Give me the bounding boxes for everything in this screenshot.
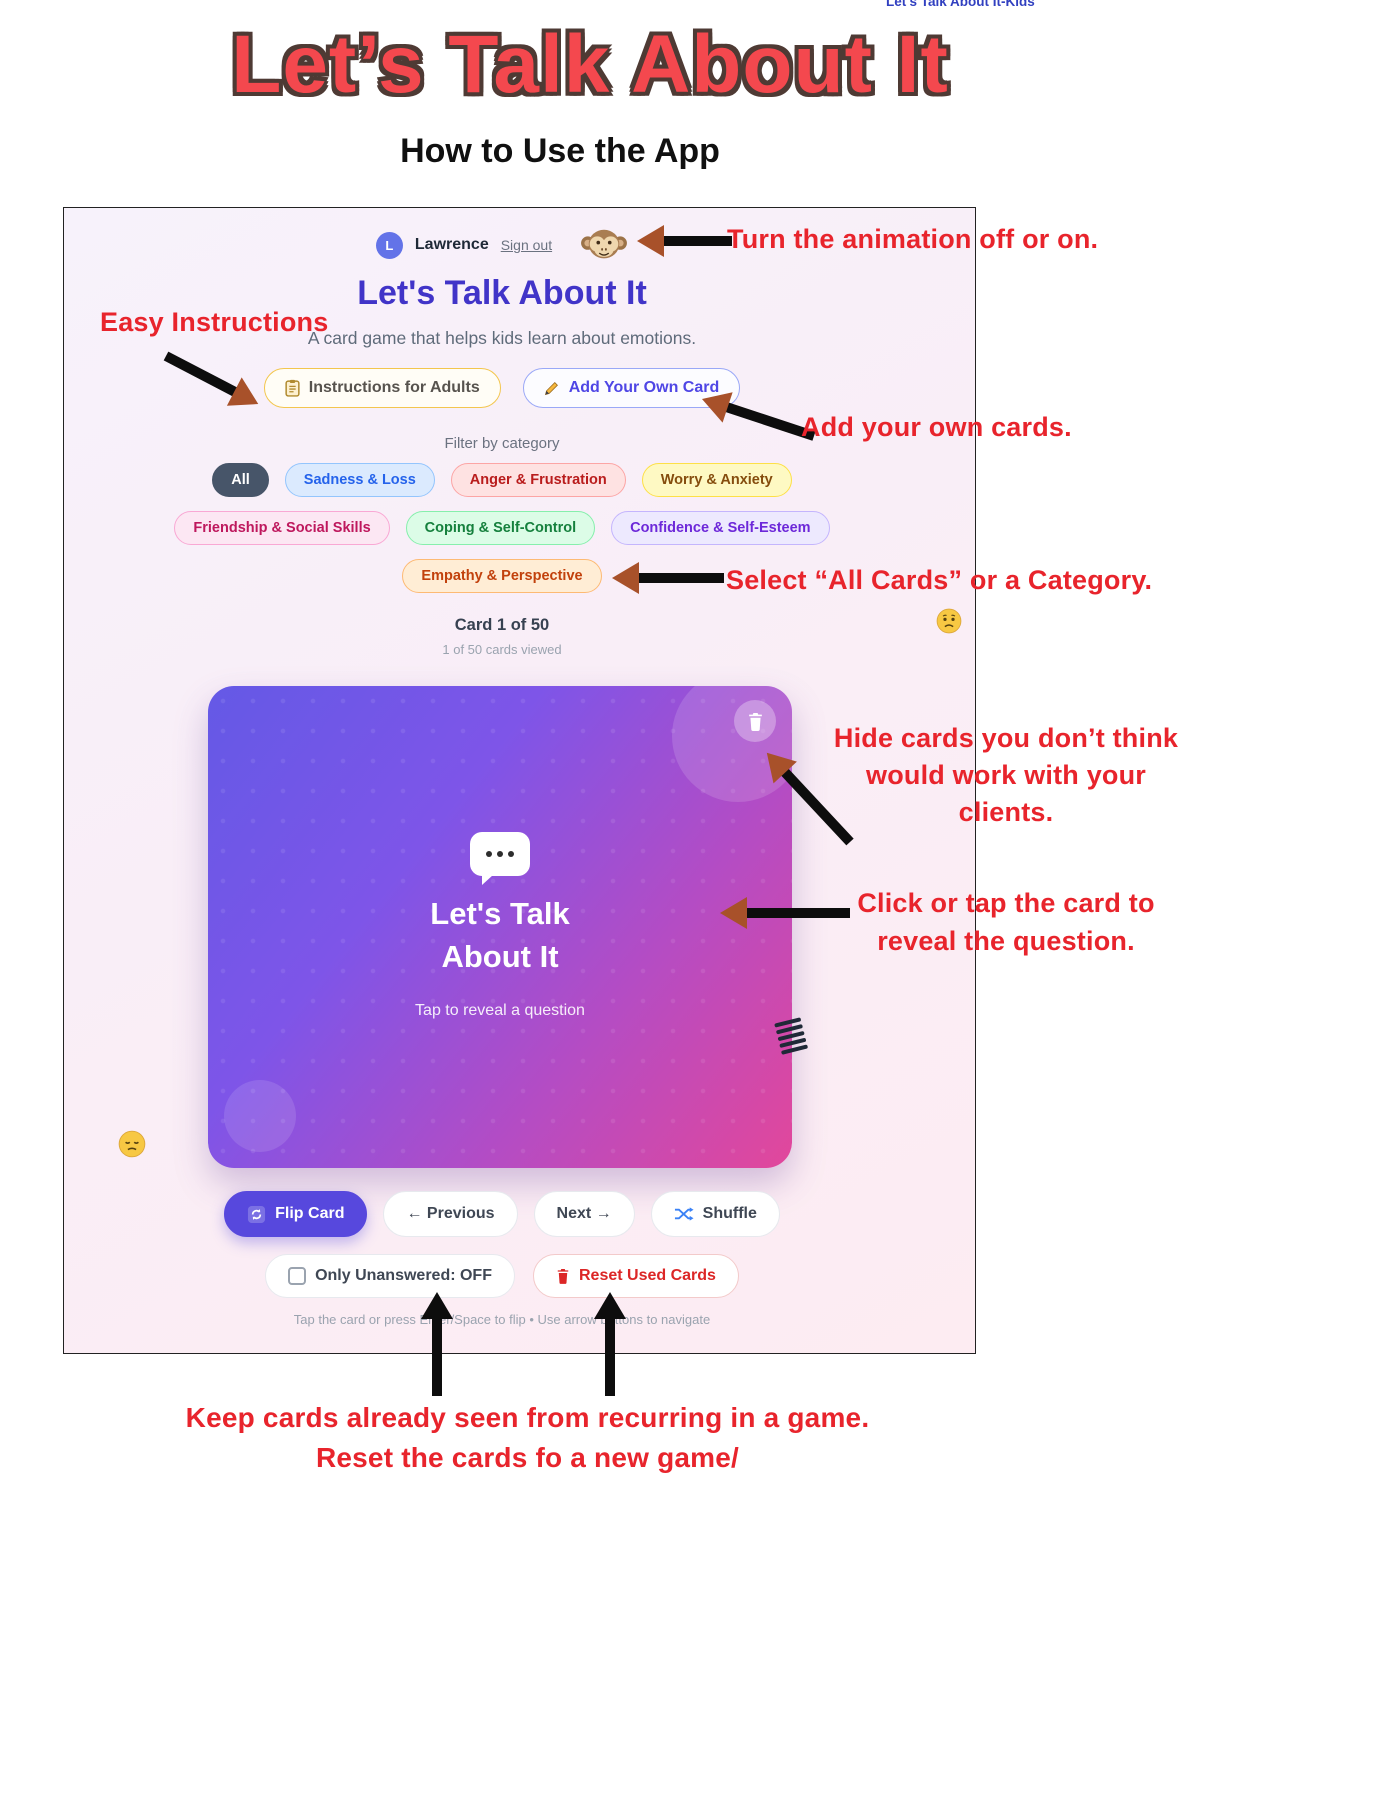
- shuffle-icon: [674, 1207, 694, 1221]
- action-buttons: Instructions for Adults Add Your Own Car…: [64, 368, 940, 408]
- add-card-label: Add Your Own Card: [568, 379, 720, 396]
- category-row-3: Empathy & Perspective: [64, 559, 940, 593]
- page-subtitle: How to Use the App: [400, 132, 720, 170]
- app-screenshot-frame: L Lawrence Sign out Let's Talk About It …: [63, 207, 976, 1354]
- clipboard-icon: [285, 379, 300, 397]
- card-front-title: Let's Talk About It: [430, 896, 570, 974]
- annotation-tap-card: Click or tap the card to reveal the ques…: [857, 888, 1155, 956]
- monkey-icon: [581, 229, 628, 259]
- category-pill-friendship-social[interactable]: Friendship & Social Skills: [174, 511, 390, 545]
- hide-card-button[interactable]: [734, 700, 776, 742]
- previous-button[interactable]: ← Previous: [383, 1191, 518, 1237]
- shuffle-label: Shuffle: [702, 1205, 757, 1222]
- category-pill-confidence-selfesteem[interactable]: Confidence & Self-Esteem: [611, 511, 830, 545]
- trash-icon-red: [557, 1269, 569, 1284]
- category-pill-sadness-loss[interactable]: Sadness & Loss: [284, 463, 435, 497]
- annotation-select-category: Select “All Cards” or a Category.: [726, 565, 1153, 595]
- annotation-reset-cards: Reset the cards fo a new game/: [315, 1442, 740, 1473]
- flip-card-button[interactable]: Flip Card: [224, 1191, 368, 1237]
- card-tap-hint: Tap to reveal a question: [415, 1002, 585, 1019]
- sign-out-link[interactable]: Sign out: [500, 237, 553, 253]
- pensive-emoji-icon: [118, 1130, 146, 1158]
- annotation-easy-instructions: Easy Instructions: [100, 307, 329, 337]
- filter-controls: Only Unanswered: OFF Reset Used Cards: [64, 1254, 940, 1298]
- category-row-1: All Sadness & Loss Anger & Frustration W…: [64, 463, 940, 497]
- category-row-2: Friendship & Social Skills Coping & Self…: [64, 511, 940, 545]
- nav-controls: Flip Card ← Previous Next → Shuffle: [64, 1191, 940, 1237]
- instructions-label: Instructions for Adults: [308, 379, 480, 396]
- annotation-hide-cards: Hide cards you don’t think would work wi…: [833, 723, 1179, 827]
- app-title: Let's Talk About It: [357, 274, 647, 312]
- card-counter: Card 1 of 50: [454, 616, 550, 634]
- app-header: L Lawrence Sign out: [64, 224, 940, 266]
- flip-card-label: Flip Card: [275, 1205, 345, 1222]
- reset-used-cards-button[interactable]: Reset Used Cards: [532, 1254, 739, 1298]
- avatar: L: [375, 231, 403, 259]
- annotation-turn-animation: Turn the animation off or on.: [727, 224, 1099, 254]
- filter-by-category-label: Filter by category: [444, 435, 560, 452]
- category-pill-worry-anxiety[interactable]: Worry & Anxiety: [641, 463, 792, 497]
- shuffle-button[interactable]: Shuffle: [650, 1191, 780, 1237]
- instructions-for-adults-button[interactable]: Instructions for Adults: [263, 368, 501, 408]
- trash-icon: [748, 712, 762, 731]
- previous-label: ← Previous: [406, 1205, 495, 1222]
- app-tagline: A card game that helps kids learn about …: [307, 328, 697, 348]
- only-unanswered-toggle[interactable]: Only Unanswered: OFF: [265, 1254, 515, 1298]
- reset-used-cards-label: Reset Used Cards: [578, 1267, 716, 1284]
- browser-tab-link[interactable]: Let's Talk About It-Kids: [886, 0, 1035, 9]
- keyboard-hint: Tap the card or press Enter/Space to fli…: [293, 1312, 711, 1327]
- category-pill-empathy-perspective[interactable]: Empathy & Perspective: [402, 559, 602, 593]
- add-your-own-card-button[interactable]: Add Your Own Card: [522, 368, 741, 408]
- cards-viewed-status: 1 of 50 cards viewed: [442, 642, 562, 657]
- only-unanswered-checkbox[interactable]: [288, 1267, 307, 1285]
- next-label: Next →: [556, 1205, 612, 1222]
- speech-bubble-icon: [470, 832, 530, 885]
- username: Lawrence: [414, 236, 489, 253]
- question-card[interactable]: Let's Talk About It Tap to reveal a ques…: [208, 686, 792, 1168]
- category-pill-anger-frustration[interactable]: Anger & Frustration: [450, 463, 626, 497]
- flip-icon: [248, 1205, 266, 1223]
- page-title: Let’s Talk About It: [231, 19, 949, 110]
- category-pill-all[interactable]: All: [212, 463, 269, 497]
- animation-toggle-button[interactable]: [580, 224, 628, 266]
- category-pill-coping-selfcontrol[interactable]: Coping & Self-Control: [405, 511, 596, 545]
- worried-emoji-icon: [936, 608, 962, 634]
- only-unanswered-label: Only Unanswered: OFF: [315, 1267, 492, 1284]
- next-button[interactable]: Next →: [533, 1191, 635, 1237]
- card-glow-topright: [672, 686, 792, 802]
- card-glow-bottomleft: [224, 1080, 296, 1152]
- annotation-keep-cards: Keep cards already seen from recurring i…: [185, 1402, 870, 1433]
- annotation-add-cards: Add your own cards.: [801, 412, 1072, 442]
- pencil-icon: [544, 382, 558, 396]
